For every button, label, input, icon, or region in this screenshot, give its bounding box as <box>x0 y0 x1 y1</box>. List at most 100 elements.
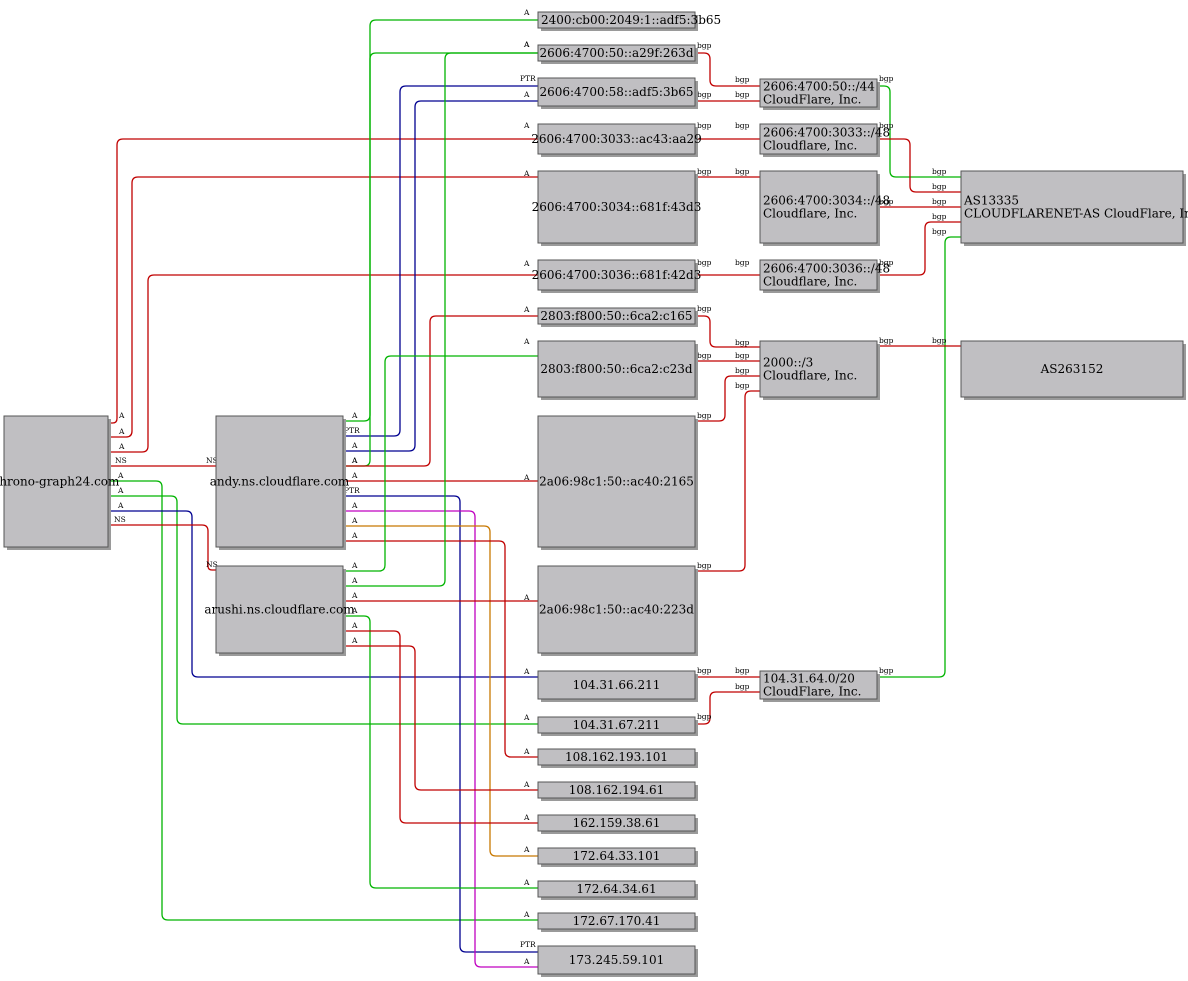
node-box <box>537 781 696 799</box>
node-ip3b65[interactable]: 2606:4700:58::adf5:3b65 <box>537 77 698 109</box>
node-ip43d3[interactable]: 2606:4700:3034::681f:43d3 <box>532 170 702 246</box>
edge-label: bgp <box>697 304 712 313</box>
node-box <box>537 415 696 548</box>
edge-line <box>877 236 961 678</box>
edge-label: A <box>523 957 530 966</box>
node-label: AS13335 <box>963 194 1019 208</box>
edge-label: bgp <box>735 167 750 176</box>
edge-andy-to-ip173 <box>343 510 538 968</box>
edge-ip2165-to-pfx2000 <box>695 375 760 422</box>
node-ip173[interactable]: 173.245.59.101 <box>537 945 698 977</box>
edge-label: bgp <box>697 712 712 721</box>
node-arushi[interactable]: arushi.ns.cloudflare.com <box>204 565 355 656</box>
node-label: 2400:cb00:2049:1::adf5:3b65 <box>541 13 721 27</box>
node-ip162[interactable]: 162.159.38.61 <box>537 814 698 834</box>
node-label: 2606:4700:3033::ac43:aa29 <box>531 132 702 146</box>
edge-label: A <box>523 593 530 602</box>
node-andy[interactable]: andy.ns.cloudflare.com <box>210 415 350 550</box>
edge-chrono-to-arushi <box>108 524 216 571</box>
edge-label: bgp <box>697 666 712 675</box>
edge-label: A <box>523 90 530 99</box>
node-box <box>759 170 878 244</box>
node-ip42d3[interactable]: 2606:4700:3036::681f:42d3 <box>532 259 702 293</box>
node-chrono[interactable]: chrono-graph24.com <box>0 415 120 550</box>
node-ipc23d[interactable]: 2803:f800:50::6ca2:c23d <box>537 340 698 400</box>
node-as263152[interactable]: AS263152 <box>960 340 1186 400</box>
edge-label: A <box>351 516 358 525</box>
edge-label: bgp <box>879 74 894 83</box>
node-ip34[interactable]: 172.64.34.61 <box>537 880 698 900</box>
node-label: Cloudflare, Inc. <box>763 207 857 221</box>
node-ip67211[interactable]: 104.31.67.211 <box>537 716 698 736</box>
edge-label: bgp <box>879 121 894 130</box>
edge-label: A <box>523 121 530 130</box>
edge-pfx104-to-as13335 <box>877 236 961 678</box>
edge-label: bgp <box>735 258 750 267</box>
edge-line <box>343 540 538 758</box>
node-box <box>537 847 696 865</box>
node-ip223d[interactable]: 2a06:98c1:50::ac40:223d <box>537 565 698 656</box>
edge-label: bgp <box>735 338 750 347</box>
node-label: CloudFlare, Inc. <box>763 93 861 107</box>
node-label: 2a06:98c1:50::ac40:223d <box>539 603 694 617</box>
edge-label: A <box>523 780 530 789</box>
node-ipc165[interactable]: 2803:f800:50::6ca2:c165 <box>537 307 698 327</box>
edge-label: A <box>118 427 125 436</box>
node-ip2165[interactable]: 2a06:98c1:50::ac40:2165 <box>537 415 698 550</box>
edge-label: bgp <box>697 90 712 99</box>
edge-label: A <box>523 8 530 17</box>
node-ip33[interactable]: 172.64.33.101 <box>537 847 698 867</box>
edge-label: A <box>351 441 358 450</box>
edge-line <box>877 85 961 178</box>
edge-label: A <box>523 337 530 346</box>
node-box <box>960 340 1184 398</box>
node-ip263d[interactable]: 2606:4700:50::a29f:263d <box>537 44 698 64</box>
edges-layer <box>108 19 961 968</box>
node-box <box>215 415 344 548</box>
node-ip170[interactable]: 172.67.170.41 <box>537 912 698 932</box>
node-label: 2a06:98c1:50::ac40:2165 <box>539 475 694 489</box>
node-box <box>759 78 878 108</box>
node-label: 172.67.170.41 <box>573 914 661 928</box>
edge-label: A <box>351 531 358 540</box>
node-ip2400[interactable]: 2400:cb00:2049:1::adf5:3b65 <box>537 11 721 31</box>
node-label: AS263152 <box>1040 362 1104 376</box>
edge-line <box>108 524 216 571</box>
node-box <box>537 565 696 654</box>
node-label: 2803:f800:50::6ca2:c165 <box>540 309 692 323</box>
node-ip193[interactable]: 108.162.193.101 <box>537 748 698 768</box>
edge-label: NS <box>206 560 218 569</box>
edge-label: bgp <box>697 41 712 50</box>
node-label: 2606:4700:3034::681f:43d3 <box>532 200 702 214</box>
node-label: 104.31.66.211 <box>573 678 661 692</box>
edge-label: A <box>351 591 358 600</box>
node-box <box>537 880 696 898</box>
node-ipaa29[interactable]: 2606:4700:3033::ac43:aa29 <box>531 123 702 157</box>
edge-label: A <box>118 442 125 451</box>
node-label: 172.64.33.101 <box>573 849 661 863</box>
edge-line <box>695 390 760 572</box>
edge-label: A <box>351 411 358 420</box>
edge-chrono-to-ip43d3 <box>108 176 538 438</box>
node-ip194[interactable]: 108.162.194.61 <box>537 781 698 801</box>
node-box <box>537 814 696 832</box>
edge-line <box>343 355 538 572</box>
edge-label: A <box>523 747 530 756</box>
edge-chrono-to-ip66211 <box>108 510 538 678</box>
node-box <box>3 415 109 548</box>
edge-label: bgp <box>697 167 712 176</box>
node-label: Cloudflare, Inc. <box>763 139 857 153</box>
node-box <box>537 748 696 766</box>
node-ip66211[interactable]: 104.31.66.211 <box>537 670 698 702</box>
edge-label: A <box>351 501 358 510</box>
node-box <box>537 11 696 29</box>
edge-label: bgp <box>932 167 947 176</box>
